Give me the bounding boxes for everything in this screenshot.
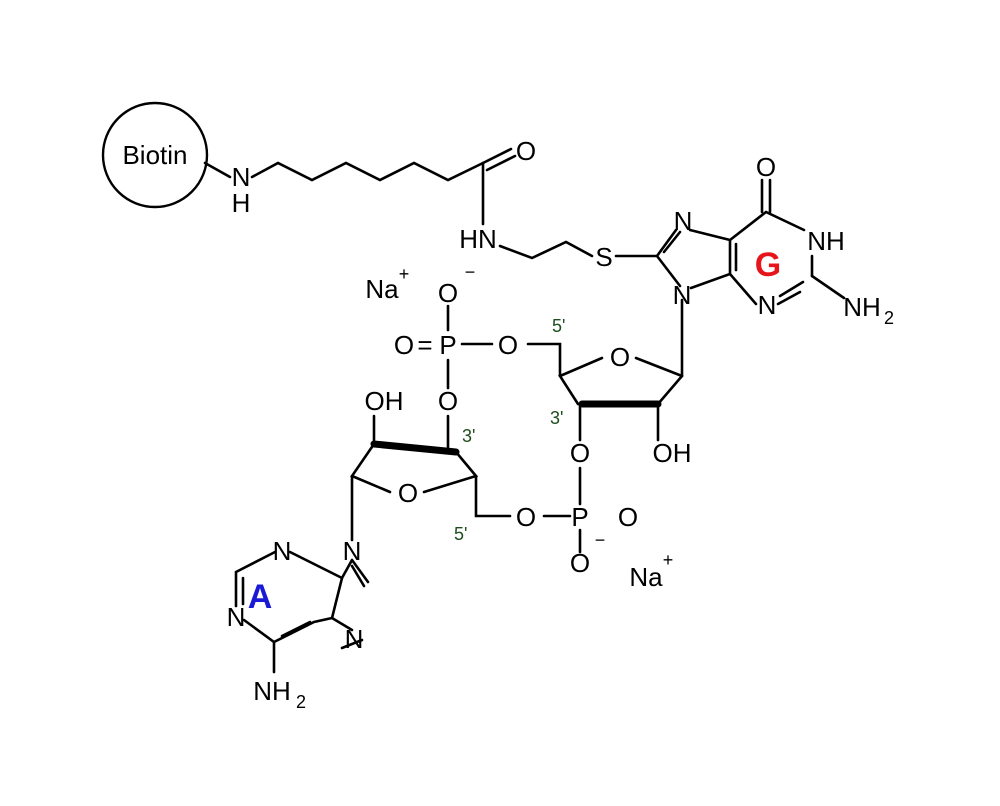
a-position-3prime: 3' <box>462 426 475 446</box>
phosphate1-o-minus: O <box>438 278 458 308</box>
phosphate1-bonds <box>446 304 494 390</box>
sodium-bottom-charge: + <box>663 550 674 570</box>
g-ribose-c4-c5 <box>526 342 562 378</box>
phosphate1-eq: = <box>417 330 432 360</box>
a-ribose-back <box>370 440 460 456</box>
guanine-imidazole-bonds <box>655 228 732 290</box>
phosphate2-p: P <box>571 502 588 532</box>
ethyl-thio-bonds <box>498 240 659 260</box>
amide-carbonyl-bond <box>481 147 517 172</box>
adenine-n3: N <box>227 602 246 632</box>
g-ester-o: O <box>570 438 590 468</box>
guanine-nh2-subscript: 2 <box>884 308 894 328</box>
phosphate2-o-minus: O <box>570 548 590 578</box>
phosphate2-minus: − <box>595 530 606 550</box>
g-position-5prime: 5' <box>552 316 565 336</box>
adenine-base-letter: A <box>248 578 273 616</box>
phosphate1-o-below: O <box>438 386 458 416</box>
g-ribose-oh: OH <box>653 438 692 468</box>
guanine-c2n3-double <box>778 280 805 298</box>
biotin-circle <box>101 101 209 209</box>
adenine-rings <box>234 550 344 674</box>
guanine-n9: N <box>673 280 692 310</box>
sodium-top: Na <box>365 274 399 304</box>
adenine-double-3 <box>350 564 366 588</box>
guanine-n1h: NH <box>807 226 845 256</box>
adenine-nh2: NH <box>253 676 291 706</box>
guanine-c8n7-double <box>662 230 682 254</box>
amide-hn: HN <box>459 224 497 254</box>
linker-n: N <box>232 162 251 192</box>
guanine-base-letter: G <box>755 246 781 284</box>
adenine-nh2-subscript: 2 <box>296 692 306 712</box>
phosphate2-o-left: O <box>516 502 536 532</box>
a-ribose-bonds <box>350 442 512 518</box>
g-position-3prime: 3' <box>550 408 563 428</box>
atom-labels: Biotin N H O HN S O N NH N N NH 2 G Na +… <box>122 136 894 712</box>
phosphate1-p: P <box>439 330 456 360</box>
bond-layer <box>101 101 846 674</box>
guanine-nh2: NH <box>843 292 881 322</box>
guanine-carbonyl-bond <box>760 178 772 214</box>
guanine-pyrimidine-bonds <box>728 210 814 306</box>
adenine-n7: N <box>345 624 364 654</box>
phosphate1-o-double: O <box>394 330 414 360</box>
sodium-top-charge: + <box>399 264 410 284</box>
adenine-n9: N <box>343 536 362 566</box>
biotin-label: Biotin <box>122 140 187 170</box>
sodium-bottom: Na <box>629 562 663 592</box>
guanine-c2-nh2-bond <box>810 274 846 300</box>
g-ribose-o: O <box>610 342 630 372</box>
guanine-n3: N <box>758 290 777 320</box>
adenine-double-2 <box>280 620 312 638</box>
guanine-n7: N <box>674 206 693 236</box>
a-ribose-oh: OH <box>365 386 404 416</box>
phosphate2-o-double: O <box>618 502 638 532</box>
amide-o: O <box>516 136 536 166</box>
thio-s: S <box>595 242 612 272</box>
g-ribose-wedges <box>656 374 684 406</box>
linker-chain-bonds <box>203 161 485 182</box>
phosphate1-minus: − <box>465 262 476 282</box>
guanine-o6: O <box>756 152 776 182</box>
adenine-n1: N <box>273 536 292 566</box>
a-ribose-o: O <box>398 478 418 508</box>
phosphate1-o-right: O <box>498 330 518 360</box>
phosphate2-bonds <box>542 466 582 554</box>
linker-h: H <box>232 188 251 218</box>
a-position-5prime: 5' <box>454 524 467 544</box>
